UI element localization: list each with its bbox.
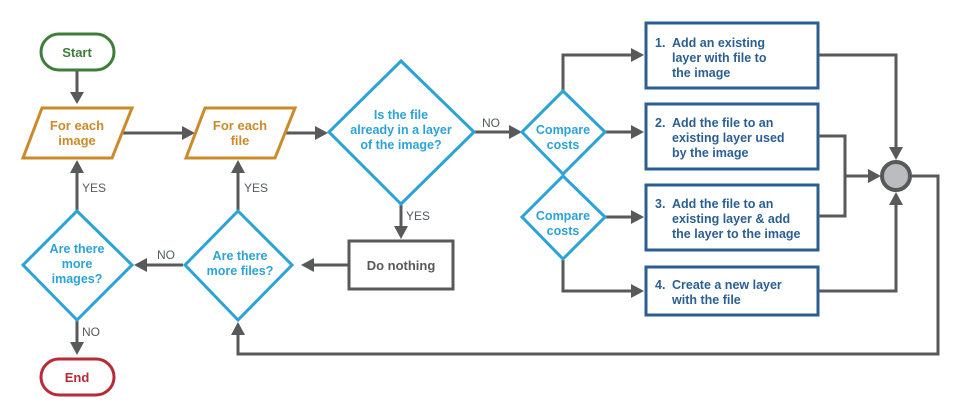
- compare-costs-2-line: costs: [547, 224, 580, 238]
- arrowhead: [134, 258, 147, 272]
- arrowhead: [70, 92, 84, 104]
- arrowhead: [394, 226, 408, 239]
- for-each-image-line: image: [58, 133, 96, 148]
- file-in-layer-decision: Is the file already in a layer of the im…: [326, 58, 477, 207]
- option-3-line: existing layer & add: [672, 212, 790, 226]
- option-4-line: with the file: [671, 293, 741, 307]
- edge-label-no: NO: [482, 116, 500, 130]
- edge-label-no: NO: [157, 248, 175, 262]
- more-files-decision: Are there more files?: [182, 208, 295, 323]
- arrowhead: [631, 125, 644, 139]
- for-each-file-shape: [183, 106, 298, 160]
- for-each-file-line: file: [231, 133, 250, 148]
- arrowhead: [509, 125, 522, 139]
- option-4-shape: [644, 265, 820, 317]
- for-each-image-line: For each: [50, 118, 104, 133]
- option-4-line: Create a new layer: [672, 278, 782, 292]
- do-nothing-shape: [347, 239, 455, 291]
- edge-label-yes: YES: [406, 209, 430, 223]
- start-shape: [39, 32, 116, 72]
- option-1-number: 1.: [655, 36, 665, 50]
- compare-costs-2-line: Compare: [536, 209, 590, 223]
- do-nothing-label: Do nothing: [367, 258, 436, 273]
- compare-costs-decision-1: Compare costs: [519, 88, 608, 177]
- arrowhead: [301, 258, 314, 272]
- for-each-file-line: For each: [213, 118, 267, 133]
- start-terminal: Start: [39, 32, 116, 72]
- option-3-number: 3.: [655, 197, 665, 211]
- compare-costs-2-shape: [519, 173, 608, 262]
- option-2-number: 2.: [655, 116, 665, 130]
- edge-compare2-to-option4: [561, 260, 632, 293]
- more-images-line: Are there: [50, 242, 105, 256]
- option-1-process: 1. Add an existing layer with file to th…: [644, 21, 820, 90]
- option-2-line: existing layer used: [672, 131, 785, 145]
- arrowhead: [70, 342, 84, 355]
- more-images-line: more: [62, 257, 93, 271]
- option-3-line: Add the file to an: [672, 197, 773, 211]
- arrowhead: [631, 210, 644, 224]
- option-1-shape: [644, 21, 820, 90]
- option-3-process: 3. Add the file to an existing layer & a…: [644, 183, 820, 252]
- arrowhead: [889, 192, 903, 205]
- for-each-image-loop: For each image: [20, 106, 135, 160]
- end-shape: [39, 357, 116, 397]
- edge-label-no: NO: [82, 325, 100, 339]
- more-files-line: Are there: [213, 249, 268, 263]
- option-4-process: 4. Create a new layer with the file: [644, 265, 820, 317]
- option-1-line: the image: [672, 66, 730, 80]
- edge-label-yes: YES: [82, 181, 106, 195]
- arrowhead: [631, 284, 644, 298]
- option-2-line: by the image: [672, 146, 748, 160]
- file-in-layer-line: Is the file: [374, 108, 428, 122]
- arrowhead: [231, 322, 245, 335]
- option-3-shape: [644, 183, 820, 252]
- edge-label-yes: YES: [244, 181, 268, 195]
- arrowhead: [868, 169, 881, 183]
- more-images-line: images?: [52, 272, 103, 286]
- more-images-decision: Are there more images?: [20, 208, 135, 323]
- more-images-shape: [20, 208, 135, 323]
- arrowhead: [182, 126, 195, 140]
- edge-compare1-to-option1: [561, 53, 632, 91]
- for-each-file-loop: For each file: [183, 106, 298, 160]
- edge-option2-to-merge: [818, 134, 847, 218]
- end-terminal: End: [39, 357, 116, 397]
- compare-costs-1-line: Compare: [536, 123, 590, 137]
- arrowhead: [631, 48, 644, 62]
- option-1-line: Add an existing: [672, 36, 765, 50]
- for-each-image-shape: [20, 106, 135, 160]
- edge-option4-to-merge: [818, 204, 898, 293]
- merge-node: [880, 160, 912, 192]
- option-2-line: Add the file to an: [672, 116, 773, 130]
- file-in-layer-shape: [326, 58, 477, 207]
- option-2-process: 2. Add the file to an existing layer use…: [644, 102, 820, 171]
- more-files-line: more files?: [207, 264, 274, 278]
- file-in-layer-line: of the image?: [360, 138, 441, 152]
- file-in-layer-line: already in a layer: [350, 123, 452, 137]
- start-label: Start: [62, 45, 92, 60]
- end-label: End: [65, 370, 90, 385]
- connectors: [70, 48, 940, 356]
- arrowhead: [315, 126, 328, 140]
- option-2-shape: [644, 102, 820, 171]
- option-1-line: layer with file to: [672, 51, 767, 65]
- compare-costs-decision-2: Compare costs: [519, 173, 608, 262]
- arrowhead: [889, 147, 903, 160]
- do-nothing-process: Do nothing: [347, 239, 455, 291]
- compare-costs-1-line: costs: [547, 138, 580, 152]
- more-files-shape: [182, 208, 295, 323]
- option-3-line: the layer to the image: [672, 227, 801, 241]
- arrowhead: [70, 160, 84, 173]
- edge-option1-to-merge: [818, 53, 898, 148]
- edge-merge-loop-back: [236, 174, 940, 356]
- option-4-number: 4.: [655, 278, 665, 292]
- arrowhead: [231, 160, 245, 173]
